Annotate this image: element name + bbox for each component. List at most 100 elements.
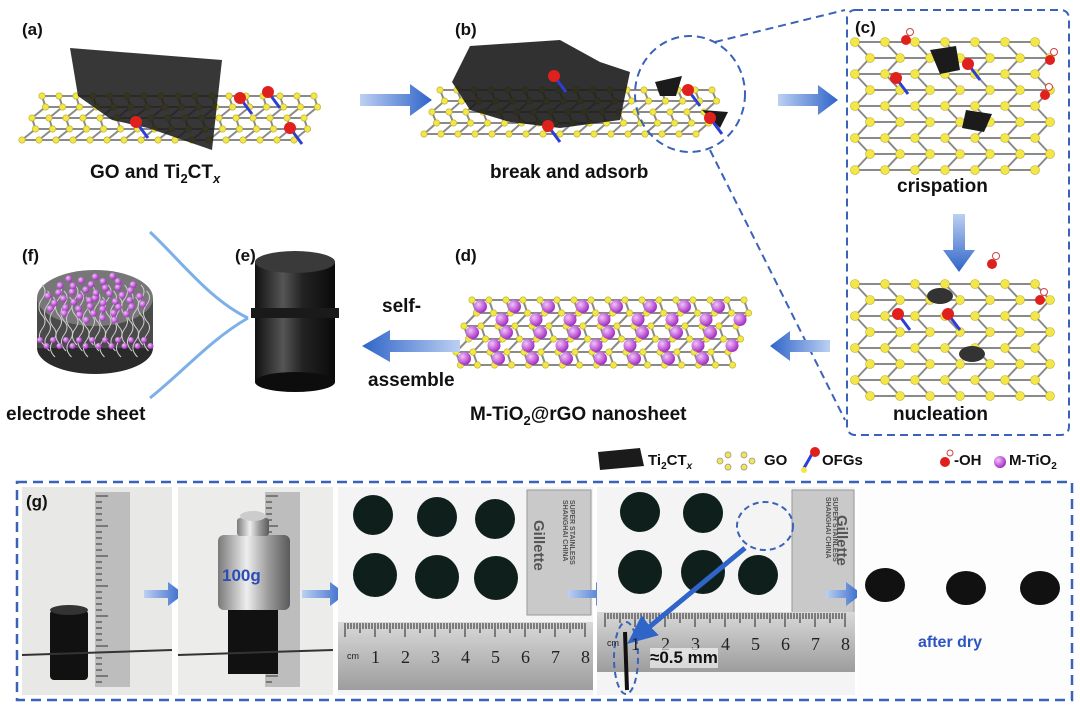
carbon-atom xyxy=(940,101,950,111)
carbon-atom xyxy=(910,37,920,47)
caption-b: break and adsorb xyxy=(490,162,649,183)
carbon-atom xyxy=(658,130,666,138)
carbon-atom xyxy=(723,296,731,304)
graphene-sheet-c-bottom xyxy=(850,279,1055,401)
carbon-atom xyxy=(239,136,247,144)
carbon-atom xyxy=(225,92,233,100)
carbon-atom xyxy=(865,295,875,305)
disc-tio2 xyxy=(56,282,64,289)
carbon-atom xyxy=(483,119,491,127)
carbon-atom xyxy=(880,279,890,289)
panel-label-a: (a) xyxy=(22,20,43,39)
disc-fiber xyxy=(137,284,145,346)
tio2-particle xyxy=(644,300,657,313)
disc-tio2 xyxy=(92,289,100,297)
carbon-atom xyxy=(587,296,595,304)
disc-tio2 xyxy=(99,299,107,307)
legend-ti2ctx-sub: 2 xyxy=(661,461,667,472)
ruler-number: 5 xyxy=(491,647,500,667)
tio2-particle xyxy=(458,352,471,365)
go-ring-atom xyxy=(724,451,732,459)
disc-fiber xyxy=(44,290,51,352)
carbon-atom xyxy=(673,348,681,356)
carbon-atom xyxy=(619,119,627,127)
ruler-number: 3 xyxy=(691,634,700,654)
carbon-atom xyxy=(681,322,689,330)
legend-oh-icon xyxy=(940,449,954,467)
carbon-atom xyxy=(707,348,715,356)
oh-hydrogen xyxy=(1040,288,1048,296)
tio2-particle xyxy=(589,339,603,352)
caption-e-top: self- xyxy=(382,296,422,317)
ofg-groups xyxy=(130,28,1058,331)
zoom-box xyxy=(846,9,1070,436)
disc-tio2 xyxy=(65,275,73,283)
tio2-particle xyxy=(670,326,683,339)
carbon-atom xyxy=(432,119,440,127)
carbon-atom xyxy=(1000,37,1010,47)
carbon-atom xyxy=(428,108,436,116)
carbon-atom xyxy=(313,103,321,111)
carbon-atom xyxy=(666,108,674,116)
carbon-atom xyxy=(1015,117,1025,127)
carbon-atom xyxy=(985,85,995,95)
carbon-atom xyxy=(440,97,448,105)
ruler-number: 7 xyxy=(551,647,560,667)
carbon-atom xyxy=(137,136,145,144)
mxene-flake-b xyxy=(452,40,630,128)
carbon-atom xyxy=(677,361,685,369)
tio2-particle xyxy=(576,300,589,313)
carbon-atom xyxy=(573,130,581,138)
carbon-atom xyxy=(604,296,612,304)
carbon-atom xyxy=(293,92,301,100)
legend-go-label: GO xyxy=(764,452,788,469)
carbon-atom xyxy=(865,117,875,127)
carbon-atom xyxy=(985,149,995,159)
disc-tio2 xyxy=(110,309,118,317)
carbon-atom xyxy=(985,295,995,305)
disc-tio2 xyxy=(82,316,90,324)
disc-tio2 xyxy=(75,305,82,313)
oh-hydrogen xyxy=(1050,48,1058,56)
ruler-number: 4 xyxy=(461,647,470,667)
carbon-atom xyxy=(570,296,578,304)
disc-tio2 xyxy=(118,291,126,299)
carbon-atom xyxy=(79,114,87,122)
disc-tio2-side xyxy=(95,343,102,349)
carbon-atom xyxy=(1000,375,1010,385)
carbon-atom xyxy=(641,130,649,138)
carbon-atom xyxy=(865,327,875,337)
carbon-atom xyxy=(940,279,950,289)
arrow-b-to-c xyxy=(778,85,838,115)
carbon-atom xyxy=(310,92,318,100)
carbon-atom xyxy=(940,343,950,353)
tio2-particle xyxy=(662,352,675,365)
carbon-atom xyxy=(269,125,277,133)
carbon-atom xyxy=(985,327,995,337)
carbon-atom xyxy=(473,361,481,369)
carbon-atom xyxy=(469,348,477,356)
disc-tio2-side xyxy=(56,343,63,349)
carbon-atom xyxy=(556,130,564,138)
tio2-particle xyxy=(657,339,671,352)
carbon-atom xyxy=(880,37,890,47)
tio2-particle xyxy=(563,313,577,326)
carbon-atom xyxy=(477,322,485,330)
legend-mtio2-label: M-TiO2 xyxy=(1009,452,1057,472)
carbon-atom xyxy=(485,296,493,304)
ruler-unit: cm xyxy=(607,638,619,648)
ruler-number: 6 xyxy=(781,634,790,654)
arrow-d-to-e xyxy=(362,330,460,362)
carbon-atom xyxy=(55,92,63,100)
carbon-atom xyxy=(692,130,700,138)
caption-a-main: GO and Ti xyxy=(90,162,181,183)
disc-tio2 xyxy=(99,278,107,285)
legend-ti2ctx-main: Ti xyxy=(648,452,662,469)
carbon-atom xyxy=(1045,295,1055,305)
carbon-atom xyxy=(58,103,66,111)
caption-a-ct: CT xyxy=(187,162,213,183)
caption-a: GO and Ti2CTx xyxy=(90,162,220,186)
carbon-atom xyxy=(865,149,875,159)
carbon-atom xyxy=(236,125,244,133)
carbon-atom xyxy=(925,149,935,159)
